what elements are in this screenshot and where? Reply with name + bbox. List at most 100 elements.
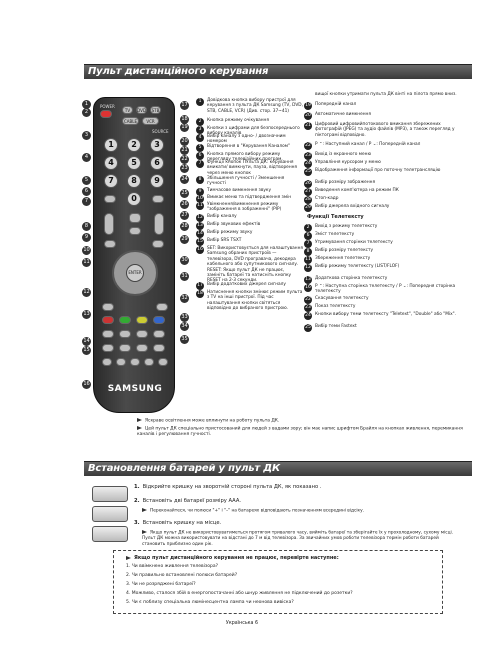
- callout-left-3: 3: [82, 131, 91, 140]
- callout-right-30: 30: [180, 256, 189, 265]
- legend2-item: вищої кнопки утримати пульта ДК вінті на…: [315, 92, 465, 97]
- ff-button: [144, 358, 154, 366]
- item-text: Додаткова сторінка телетексту: [315, 276, 388, 281]
- pip-button: [153, 344, 165, 352]
- callout-number: 20: [304, 112, 312, 120]
- callout-number: 8: [196, 176, 204, 184]
- callout-number: 25: [304, 324, 312, 332]
- teletext-heading: Функції Телетексту: [307, 214, 364, 220]
- troubleshoot-q3: 3. Чи не розряджені батареї?: [126, 582, 196, 587]
- battery-cover-image: [92, 486, 128, 502]
- dual-button: [119, 344, 131, 352]
- enter-button: ENTER: [126, 264, 144, 282]
- arrow-icon: [142, 530, 147, 534]
- callout-left-9: 9: [82, 233, 91, 242]
- callout-number: 6: [304, 232, 312, 240]
- dvd-mode-button: DVD: [136, 106, 147, 114]
- blue-button: [153, 316, 165, 324]
- item-text: Вибір каналу з одно- / двозначним номеро…: [207, 134, 286, 145]
- callout-left-10: 10: [82, 246, 91, 255]
- callout-number: 17: [196, 282, 204, 290]
- pmode-button: [136, 330, 148, 338]
- troubleshoot-q5: 5. Чи є поблизу спеціальна люмінесцентна…: [126, 600, 294, 605]
- item-text: Функції кнопок ПУльта ДК: керування вмик…: [207, 160, 298, 176]
- item-text: Вмикає меню та підтвердження змін: [207, 195, 292, 200]
- callout-right-20: 20: [180, 137, 189, 146]
- callout-right-21: 21: [180, 146, 189, 155]
- item-text: P ⌃: Наступна сторінка телетексту / P ⌄:…: [315, 284, 456, 295]
- callout-number: 28: [304, 196, 312, 204]
- dpad-navigation: ENTER: [112, 250, 158, 296]
- callout-left-7: 7: [82, 197, 91, 206]
- item-text: Утримування сторінки телетексту: [315, 240, 393, 245]
- num-4-button: 4: [104, 156, 118, 170]
- arrow-icon: [126, 555, 131, 560]
- psize-button: [102, 330, 114, 338]
- callout-right-31: 31: [180, 272, 189, 281]
- callout-number: 9: [196, 188, 204, 196]
- wiselink-button: [152, 240, 164, 248]
- item-text: Збереження телетексту: [315, 256, 371, 261]
- callout-number: 12: [304, 264, 312, 272]
- dash-button: [104, 195, 116, 203]
- item-text: Відображення інформації про поточну теле…: [315, 168, 441, 173]
- item-text: Відтворення в "Керування Каналом": [207, 144, 291, 149]
- stb-mode-button: STB: [150, 106, 161, 114]
- callout-number: 5: [196, 144, 204, 152]
- callout-number: 22: [304, 142, 312, 150]
- callout-number: 6: [196, 152, 204, 160]
- callout-left-1: 1: [82, 100, 91, 109]
- source-label: SOURCE: [152, 129, 169, 134]
- item-text: Вибір розміру телетексту: [315, 248, 374, 253]
- item-text: Натиснення кнопки змінює режим пульта з …: [207, 290, 303, 312]
- stop-button: [116, 358, 126, 366]
- callout-right-28: 28: [180, 222, 189, 231]
- callout-number: 26: [304, 180, 312, 188]
- callout-number: 15: [196, 238, 204, 246]
- troubleshoot-box: Якщо пульт дистанційного керування не пр…: [113, 550, 443, 614]
- callout-number: 18: [196, 290, 204, 298]
- item-text: Вибір каналу: [207, 214, 237, 219]
- callout-number: 23: [304, 304, 312, 312]
- callout-left-4: 4: [82, 153, 91, 162]
- callout-number: 19: [304, 102, 312, 110]
- troubleshoot-q4: 4. Можливо, сталося збій в енергопостача…: [126, 591, 353, 596]
- callout-number: 7: [196, 160, 204, 168]
- callout-number: 11: [304, 256, 312, 264]
- still-button: [119, 330, 131, 338]
- arrow-icon: [142, 508, 147, 512]
- callout-number: 22: [304, 296, 312, 304]
- item-text: Увімкнення/вимкнення режиму "зображення …: [207, 202, 282, 213]
- callout-number: 25: [304, 168, 312, 176]
- item-text: Скасування телетексту: [315, 296, 369, 301]
- battery-close-image: [92, 526, 128, 542]
- troubleshoot-q2: 2. Чи правильно встановлені полюси батар…: [126, 573, 238, 578]
- callout-right-17: 17: [180, 101, 189, 110]
- rew-button: [102, 358, 112, 366]
- callout-number: 2: [304, 224, 312, 232]
- item-text: Збільшення гучності / Зменшення гучності: [207, 176, 285, 187]
- callout-number: 8: [304, 248, 312, 256]
- callout-right-32: 32: [180, 294, 189, 303]
- num-8-button: 8: [127, 174, 141, 188]
- item-text: Виведення комп'ютера на режим ПК: [315, 188, 399, 193]
- callout-number: 24: [304, 160, 312, 168]
- set-button: [158, 358, 168, 366]
